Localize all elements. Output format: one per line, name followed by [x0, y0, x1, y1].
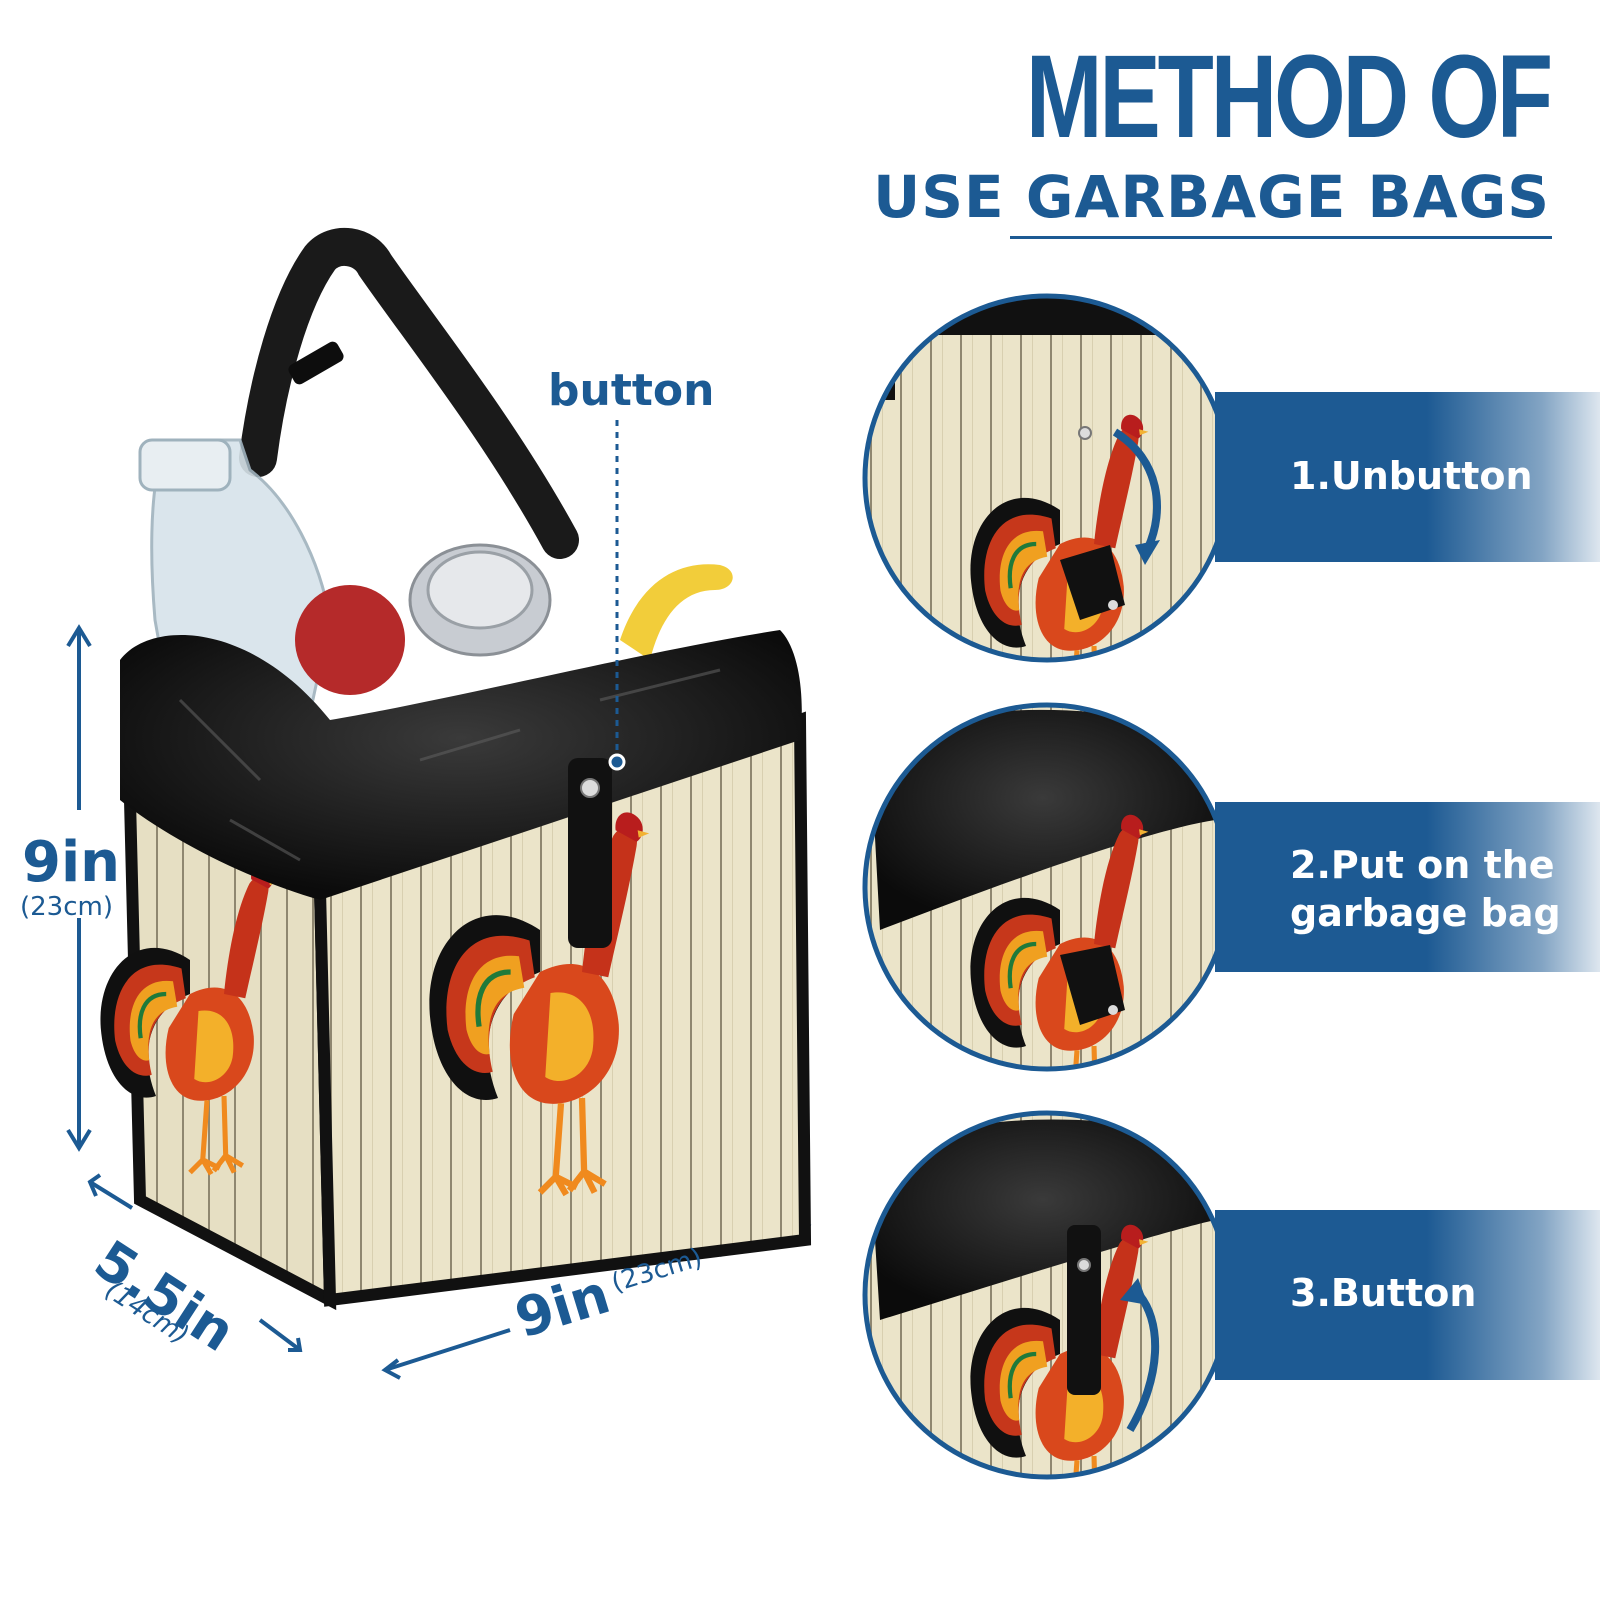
step-3-label: 3.Button: [1290, 1271, 1477, 1315]
page-subtitle: USE GARBAGE BAGS: [873, 163, 1550, 231]
page-title: METHOD OF: [1025, 31, 1553, 163]
height-value: 9in: [22, 830, 121, 895]
title-underline: [1010, 236, 1552, 239]
step-band-1: [1215, 392, 1600, 562]
height-metric: (23cm): [20, 892, 113, 922]
button-callout-label: button: [548, 365, 715, 416]
step-band-3: [1215, 1210, 1600, 1380]
height-arrow: [66, 624, 92, 1152]
step-band-2: [1215, 802, 1600, 972]
step-1-label: 1.Unbutton: [1290, 454, 1533, 498]
step-2-label: 2.Put on the garbage bag: [1290, 843, 1561, 935]
